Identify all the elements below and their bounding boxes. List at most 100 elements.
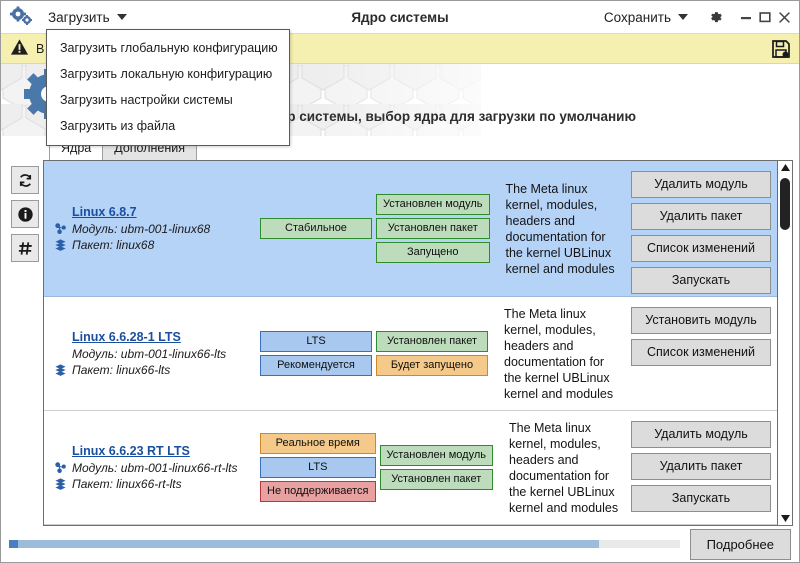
close-icon[interactable] (778, 11, 791, 24)
module-icon (54, 222, 67, 235)
package-icon (54, 363, 67, 376)
chevron-down-icon (116, 14, 127, 20)
tool-sidebar (1, 160, 43, 526)
kernel-info: Linux 6.6.23 RT LTS Модуль: ubm-001-linux… (54, 419, 254, 516)
kernel-description: The Meta linux kernel, modules, headers … (504, 306, 614, 401)
status-badge: Будет запущено (376, 355, 488, 376)
action-button[interactable]: Список изменений (631, 235, 771, 262)
action-button[interactable]: Запускать (631, 267, 771, 294)
minimize-icon[interactable] (740, 11, 752, 23)
kernel-package-label: Пакет: linux68 (72, 237, 155, 252)
kernel-row[interactable]: Linux 6.6.23 RT LTS Модуль: ubm-001-linux… (44, 411, 777, 525)
load-menu-button[interactable]: Загрузить (41, 7, 134, 28)
scroll-thumb[interactable] (780, 178, 790, 230)
kernel-module-line: Модуль: ubm-001-linux66-lts (54, 346, 254, 362)
status-badge: Установлен модуль (379, 445, 493, 466)
scroll-track[interactable] (778, 174, 792, 512)
kernel-package-label: Пакет: linux66-lts (72, 362, 171, 377)
status-badge: Установлен пакет (379, 469, 493, 490)
kernel-package-line: Пакет: linux66-rt-lts (54, 476, 254, 492)
action-button[interactable]: Удалить модуль (631, 421, 771, 448)
progress-bar (9, 540, 680, 548)
hash-icon[interactable] (11, 234, 39, 262)
kernel-module-label: Модуль: ubm-001-linux66-rt-lts (72, 460, 238, 475)
kernel-name-link[interactable]: Linux 6.6.28-1 LTS (72, 329, 181, 344)
action-button[interactable]: Удалить модуль (631, 171, 771, 198)
kernel-row[interactable]: Linux 6.6.28-1 LTS Модуль: ubm-001-linux6… (44, 297, 777, 411)
info-icon[interactable] (11, 200, 39, 228)
save-menu-label: Сохранить (603, 9, 671, 25)
badge-column-left: LTS Рекомендуется (260, 331, 372, 376)
statusbar: Подробнее (1, 526, 799, 562)
gears-icon (9, 6, 35, 28)
load-menu-label: Загрузить (48, 9, 110, 25)
gear-icon (711, 11, 722, 22)
scroll-down-arrow[interactable] (780, 512, 790, 525)
status-badge: LTS (260, 457, 376, 478)
progress-head (9, 540, 18, 548)
dropdown-item-3[interactable]: Загрузить из файла (60, 119, 176, 133)
vertical-scrollbar[interactable] (777, 161, 792, 525)
status-badge: Реальное время (260, 433, 376, 454)
module-icon (54, 461, 67, 474)
maximize-icon[interactable] (759, 11, 771, 23)
dropdown-item-0[interactable]: Загрузить глобальную конфигурацию (60, 41, 278, 55)
refresh-icon[interactable] (11, 166, 39, 194)
dropdown-item-1[interactable]: Загрузить локальную конфигурацию (60, 67, 273, 81)
package-icon (54, 238, 67, 251)
action-button[interactable]: Установить модуль (631, 307, 771, 334)
action-button[interactable]: Удалить пакет (631, 203, 771, 230)
status-badge: Стабильное (260, 218, 372, 239)
kernel-name-link[interactable]: Linux 6.6.23 RT LTS (72, 443, 190, 458)
status-badge: Установлен пакет (376, 331, 488, 352)
status-badge: LTS (260, 331, 372, 352)
status-badge: Установлен пакет (376, 218, 490, 239)
progress-fill (9, 540, 600, 548)
status-badge: Не поддерживается (260, 481, 376, 502)
status-badge: Рекомендуется (260, 355, 372, 376)
kernel-description: The Meta linux kernel, modules, headers … (505, 181, 615, 276)
status-badge: Запущено (376, 242, 490, 263)
kernel-name-link[interactable]: Linux 6.8.7 (72, 204, 137, 219)
badge-column-left: Стабильное (260, 218, 372, 239)
status-badge: Установлен модуль (376, 194, 490, 215)
kernel-package-label: Пакет: linux66-rt-lts (72, 476, 182, 491)
details-button[interactable]: Подробнее (689, 528, 791, 560)
chevron-down-icon (678, 14, 688, 20)
save-menu-button[interactable]: Сохранить (597, 7, 695, 28)
titlebar: Загрузить Ядро системы Сохранить (1, 1, 799, 34)
kernel-package-line: Пакет: linux66-lts (54, 362, 254, 378)
action-button[interactable]: Запускать (631, 485, 771, 512)
kernel-module-line: Модуль: ubm-001-linux68 (54, 221, 254, 237)
action-button[interactable]: Удалить пакет (631, 453, 771, 480)
floppy-save-icon[interactable] (771, 39, 791, 59)
scroll-up-arrow[interactable] (780, 161, 790, 174)
kernel-package-line: Пакет: linux68 (54, 237, 254, 253)
kernel-description: The Meta linux kernel, modules, headers … (509, 420, 619, 515)
action-button[interactable]: Список изменений (631, 339, 771, 366)
package-icon (54, 477, 67, 490)
settings-button[interactable] (699, 7, 732, 28)
kernel-module-label: Модуль: ubm-001-linux68 (72, 221, 211, 236)
kernel-info: Linux 6.6.28-1 LTS Модуль: ubm-001-linux6… (54, 305, 254, 402)
warning-triangle-icon (10, 38, 29, 59)
warning-message: В (36, 41, 45, 56)
kernel-module-line: Модуль: ubm-001-linux66-rt-lts (54, 460, 254, 476)
dropdown-item-2[interactable]: Загрузить настройки системы (60, 93, 233, 107)
kernel-module-label: Модуль: ubm-001-linux66-lts (72, 346, 227, 361)
